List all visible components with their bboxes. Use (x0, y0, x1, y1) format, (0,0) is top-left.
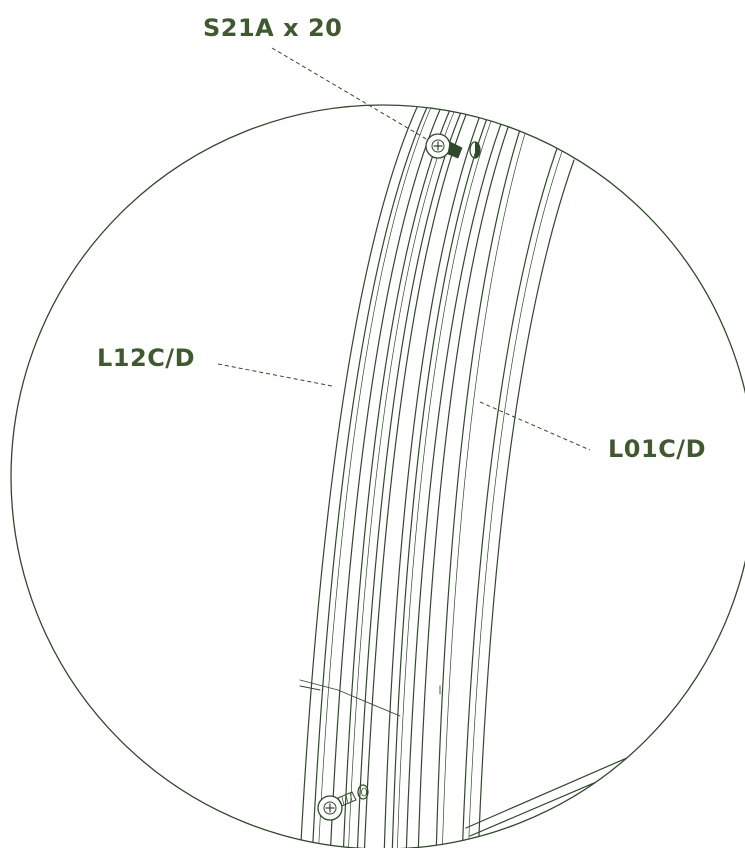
right-profile-label: L01C/D (608, 435, 706, 463)
leader-line-l01cd (479, 401, 591, 451)
magnifier-circle (10, 104, 745, 848)
leader-line-screw (271, 47, 429, 141)
right-profile-l01cd (383, 105, 575, 848)
screw-bottom (317, 791, 357, 821)
diagonal-brace (465, 699, 745, 848)
left-profile-l12cd (299, 105, 471, 848)
screw-label: S21A x 20 (203, 14, 343, 42)
leader-line-l12cd (217, 363, 333, 387)
left-profile-label: L12C/D (97, 344, 195, 372)
screw-hole-top (469, 141, 481, 159)
screw-top (425, 133, 463, 159)
profile-joint-seams (299, 679, 441, 717)
screw-hole-bottom (357, 784, 369, 800)
